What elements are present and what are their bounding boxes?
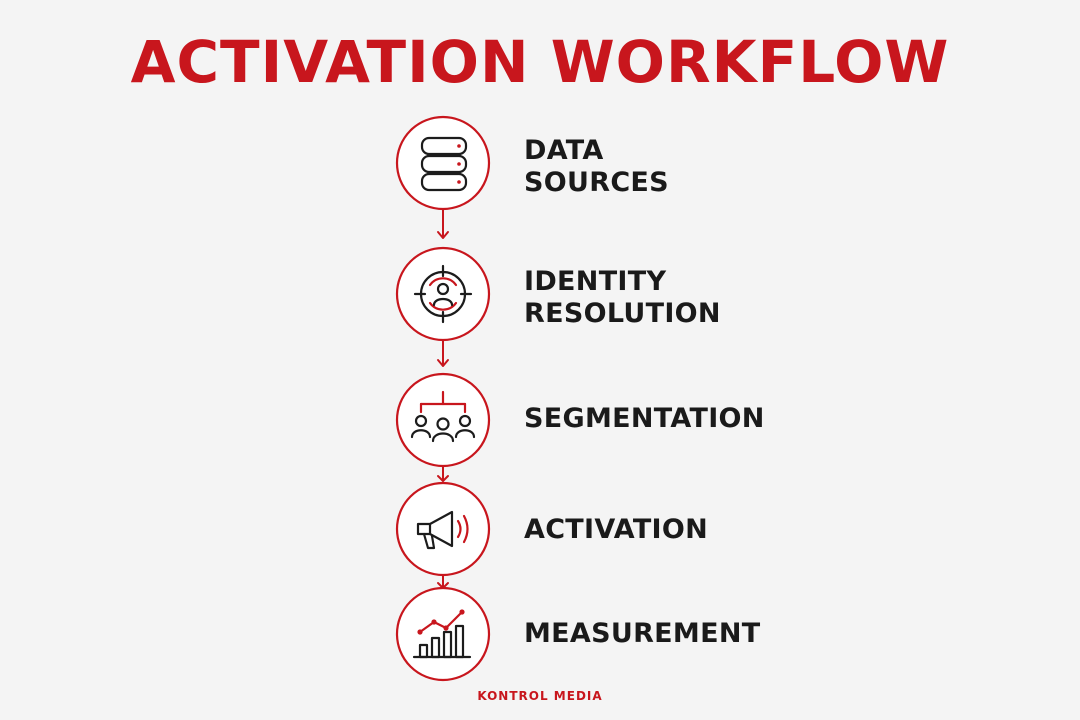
connector-1 <box>437 210 449 239</box>
step-label-data-sources: DATA SOURCES <box>524 135 669 199</box>
connector-4 <box>437 576 449 589</box>
step-label-line: MEASUREMENT <box>524 618 761 649</box>
step-label-line: ACTIVATION <box>524 514 709 545</box>
step-label-segmentation: SEGMENTATION <box>524 403 765 435</box>
audience-segments-icon <box>410 390 476 443</box>
step-circle <box>395 115 491 211</box>
step-label-activation: ACTIVATION <box>524 514 708 546</box>
step-segmentation <box>395 372 491 468</box>
step-activation <box>395 481 491 577</box>
connector-3 <box>437 467 449 482</box>
connector-2 <box>437 341 449 367</box>
step-label-line: IDENTITY <box>524 266 667 297</box>
brand-footer: KONTROL MEDIA <box>477 689 603 703</box>
step-label-line: DATA <box>524 135 604 166</box>
database-icon <box>420 136 468 192</box>
step-data-sources <box>395 115 491 211</box>
step-circle <box>395 372 491 468</box>
step-label-line: SEGMENTATION <box>524 403 765 434</box>
step-label-measurement: MEASUREMENT <box>524 618 760 650</box>
step-circle <box>395 481 491 577</box>
step-measurement <box>395 586 491 682</box>
target-user-icon <box>413 264 473 324</box>
step-label-identity-resolution: IDENTITY RESOLUTION <box>524 266 721 330</box>
bar-chart-trend-icon <box>412 609 472 659</box>
step-identity-resolution <box>395 246 491 342</box>
step-label-line: SOURCES <box>524 167 669 198</box>
megaphone-icon <box>416 510 469 550</box>
step-label-line: RESOLUTION <box>524 298 721 329</box>
page-title: ACTIVATION WORKFLOW <box>130 28 950 96</box>
